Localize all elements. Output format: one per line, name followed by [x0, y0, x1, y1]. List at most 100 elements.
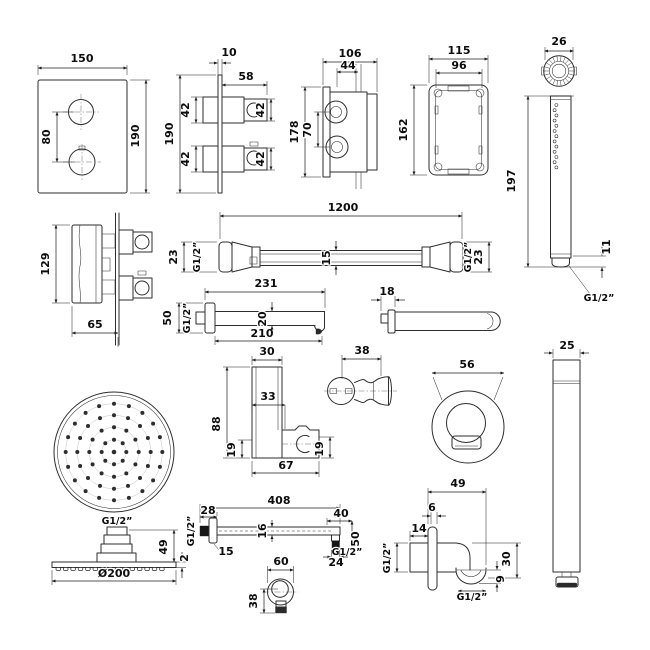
dim-knob-size-2: 42 — [254, 102, 267, 117]
escutcheon-outline — [431, 390, 505, 464]
dim-outlet-tip: 38 — [247, 593, 260, 608]
head-face — [53, 391, 175, 513]
thread-label-arm-drop: G1/2” — [332, 547, 363, 558]
thread-label-hose-right: G1/2” — [463, 242, 474, 273]
dim-holder-base: 67 — [278, 459, 293, 472]
dim-plate-width: 150 — [71, 52, 94, 65]
wall-arm: 408 28 G1/2” 15 16 40 50 G1/2” 24 — [185, 493, 364, 571]
dim-hand-shower-tip: 11 — [600, 239, 613, 254]
thread-label-elbow-left: G1/2” — [382, 543, 393, 574]
dim-holder-inset: 33 — [260, 390, 275, 403]
dim-elbow-thread: 14 — [411, 522, 427, 535]
hand-shower-knob-top — [543, 55, 575, 87]
dim-plate-side-height: 190 — [163, 122, 176, 145]
dim-arm-right: 40 — [333, 507, 349, 520]
dim-spout-height: 50 — [161, 310, 174, 326]
ceiling-column: 25 — [544, 338, 589, 588]
wall-outlet-front: 60 38 — [246, 554, 298, 614]
head-nozzle-nubs — [55, 567, 165, 571]
dim-elbow-width: 49 — [450, 477, 465, 490]
dim-holder-top: 30 — [259, 345, 275, 358]
dim-arm-flange: 15 — [218, 545, 233, 558]
mounting-frame: 115 96 162 — [396, 43, 489, 176]
frame-outline — [428, 84, 489, 176]
spout-side: 231 210 20 50 G1/2” — [160, 276, 326, 345]
dim-holder-clip-right: 19 — [313, 441, 326, 456]
body-knurl-strip — [552, 103, 559, 170]
shower-head: G1/2” Ø200 49 2 — [51, 391, 192, 585]
holder-side: 30 33 88 19 19 67 — [209, 344, 334, 477]
dim-arm-left: 28 — [200, 504, 215, 517]
hose-left-nut — [218, 241, 233, 273]
dim-spout-reach: 210 — [251, 327, 274, 340]
hand-shower-nozzle — [551, 257, 570, 268]
dim-knob-size-3: 42 — [179, 151, 192, 166]
escutcheon: 56 — [431, 357, 505, 464]
dim-column-width: 25 — [559, 339, 574, 352]
valve-side-body — [71, 224, 103, 304]
dim-plate-thickness: 10 — [221, 46, 237, 59]
spout-top: 18 — [371, 284, 501, 334]
thread-label-hand-shower: G1/2” — [584, 293, 615, 304]
dim-hand-shower-dia: 26 — [551, 35, 567, 48]
spout-flange — [204, 302, 216, 334]
knurl-ticks — [544, 56, 574, 86]
dim-body-height: 178 — [288, 121, 301, 144]
dim-plate-height: 190 — [129, 124, 142, 147]
dim-holder-height: 88 — [210, 416, 223, 431]
thermostat-plate-side: 10 58 42 42 42 42 190 — [162, 45, 275, 194]
dim-knob-size-1: 42 — [179, 102, 192, 117]
column-tube — [552, 359, 581, 573]
hand-shower-body — [550, 95, 572, 259]
dim-head-dia: Ø200 — [98, 567, 131, 580]
dim-elbow-height: 30 — [500, 551, 513, 567]
dim-spout-total: 231 — [255, 277, 278, 290]
nozzle-dots — [63, 401, 165, 503]
thread-label-head: G1/2” — [102, 516, 133, 527]
head-plate — [51, 561, 177, 568]
dim-hose-end-left: 23 — [167, 249, 180, 264]
holder-bar — [251, 366, 283, 459]
plate-outline — [37, 79, 128, 194]
valve-side-view: 129 65 — [38, 212, 153, 347]
elbow-plate — [427, 526, 438, 591]
dim-hose-length: 1200 — [328, 201, 359, 214]
dim-spout-flange: 18 — [379, 285, 394, 298]
valve-front-plate — [322, 86, 331, 178]
dim-frame-inner: 96 — [451, 59, 467, 72]
arm-tube — [216, 526, 341, 536]
hand-shower: 26 197 11 G1/2” — [504, 34, 616, 306]
dim-valve-side-depth: 65 — [87, 318, 102, 331]
dim-arm-tube: 16 — [256, 523, 269, 539]
holder-front: 38 — [324, 343, 397, 406]
dim-hose-tube: 15 — [320, 250, 333, 265]
dim-valve-side-height: 129 — [39, 253, 52, 276]
dim-hand-shower-length: 197 — [505, 170, 518, 193]
dim-knob-depth: 58 — [238, 70, 253, 83]
thread-label-elbow-bottom: G1/2” — [457, 592, 488, 603]
dim-body-inner: 44 — [340, 59, 356, 72]
dim-escutcheon-dia: 56 — [459, 358, 475, 371]
dim-spout-dia: 20 — [256, 311, 269, 327]
dim-holder-clip-left: 19 — [225, 442, 238, 457]
plate-edge — [217, 74, 223, 194]
dim-body-width: 106 — [339, 47, 362, 60]
wall-outlet-elbow: 49 6 14 G1/2” 30 9 G1/2” — [381, 476, 521, 604]
shower-hose: 1200 23 G1/2” G1/2” 23 15 — [166, 200, 492, 275]
arm-left-thread — [199, 525, 210, 537]
thread-label-hose-left: G1/2” — [192, 242, 203, 273]
dim-head-connector: 49 — [157, 539, 170, 554]
valve-body-side: 106 44 178 70 — [287, 46, 378, 189]
dim-frame-width: 115 — [448, 44, 471, 57]
dim-frame-height: 162 — [397, 119, 410, 142]
dim-holder-front-width: 38 — [354, 344, 369, 357]
dim-knob-spacing: 80 — [40, 129, 53, 145]
thermostat-plate-front: 150 190 80 — [37, 51, 150, 194]
dim-arm-length: 408 — [268, 494, 291, 507]
spout-top-body — [394, 311, 501, 331]
dim-hose-end-right: 23 — [472, 249, 485, 264]
dim-head-plate: 2 — [178, 554, 191, 562]
dim-arm-drop-width: 24 — [328, 556, 344, 569]
